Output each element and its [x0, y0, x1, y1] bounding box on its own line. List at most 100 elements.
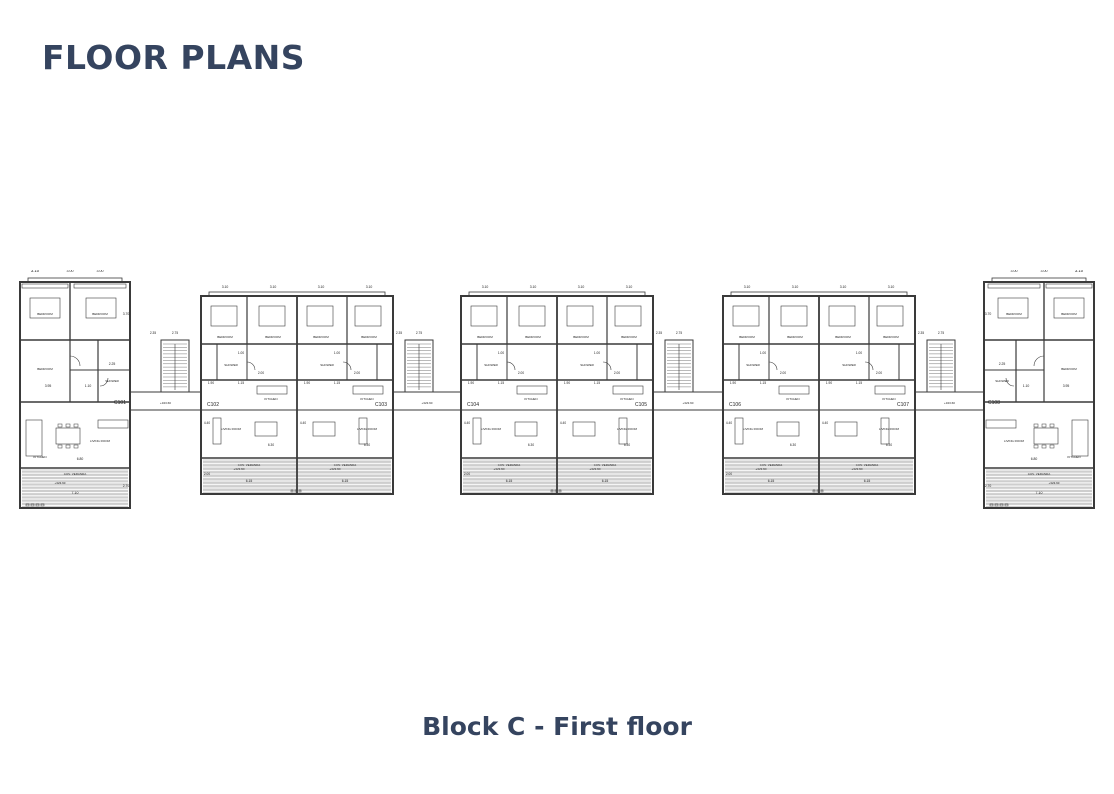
room-label: SHOWER — [995, 379, 1009, 383]
level-label: +323.60 — [590, 467, 601, 471]
dimension-label: 1.00 — [334, 351, 340, 355]
door-swing — [99, 377, 109, 387]
room-label: KITCHEN — [882, 397, 895, 401]
kitchen-counter — [612, 385, 644, 395]
kitchen-counter — [352, 385, 384, 395]
room-label: KITCHEN — [360, 397, 373, 401]
dimension-label: 1.90 — [208, 381, 214, 385]
plan-caption: Block C - First floor — [422, 712, 692, 741]
door-swing — [602, 361, 612, 371]
window-mark — [30, 503, 35, 507]
bed — [85, 297, 117, 319]
dining-table — [834, 421, 858, 437]
room-label: LIVING ROOM — [481, 427, 502, 431]
dimension-label: 2.25 — [109, 362, 116, 366]
room-label: BEDROOM — [621, 335, 637, 339]
dimension-label: 2.00 — [258, 371, 264, 375]
dimension-label: 3.10 — [792, 285, 799, 289]
corridor: +323.602.752.35 — [130, 331, 201, 411]
unit-id-label: C101 — [114, 400, 126, 406]
wardrobe — [21, 283, 69, 289]
bed — [780, 305, 808, 327]
dimension-label: 2.25 — [999, 362, 1006, 366]
room-label: COV. VERANDA — [334, 463, 356, 467]
dimension-label: 3.10 — [626, 285, 633, 289]
dimension-label: 2.00 — [726, 472, 732, 476]
bed — [614, 305, 642, 327]
sofa — [97, 419, 129, 429]
bed — [1053, 297, 1085, 319]
dimension-label: 6.15 — [342, 479, 349, 483]
dimension-label: 2.35 — [656, 331, 662, 335]
window-mark — [999, 503, 1004, 507]
level-label: +323.60 — [494, 467, 505, 471]
room-label: BEDROOM — [1061, 367, 1077, 371]
bed — [306, 305, 334, 327]
level-label: +323.60 — [160, 401, 171, 405]
stair-outline — [404, 339, 434, 393]
dimension-label: 3.00 — [67, 270, 74, 273]
dimension-label: 1.90 — [826, 381, 832, 385]
room-label: SHOWER — [320, 363, 334, 367]
bed — [876, 305, 904, 327]
room-label: COV. VERANDA — [856, 463, 878, 467]
level-label: +323.60 — [330, 467, 341, 471]
door-swing — [864, 361, 874, 371]
corridor: +323.602.752.35 — [653, 331, 723, 411]
room-label: BEDROOM — [739, 335, 755, 339]
door-swing — [1005, 377, 1015, 387]
unit-id-label: C107 — [897, 402, 909, 408]
room-label: BEDROOM — [313, 335, 329, 339]
dimension-label: 1.15 — [498, 381, 504, 385]
door-swing — [1033, 355, 1045, 367]
window-mark — [558, 489, 562, 493]
dimension-label: 3.10 — [578, 285, 585, 289]
sofa — [618, 417, 628, 445]
sofa — [472, 417, 482, 445]
dimension-label: 1.90 — [304, 381, 310, 385]
level-label: +323.60 — [1049, 481, 1060, 485]
unit-id-label: C106 — [729, 402, 741, 408]
floor-plan-svg: BEDROOM BEDROOM BEDROOM SHOWER KITCHEN LIVING… — [19, 270, 1095, 509]
dimension-label: 3.70 — [985, 312, 992, 316]
bed — [518, 305, 546, 327]
dimension-label: 1.15 — [760, 381, 766, 385]
dimension-label: 6.80 — [1031, 457, 1038, 461]
room-label: SHOWER — [580, 363, 594, 367]
dimension-label: 3.10 — [318, 285, 325, 289]
dimension-label: 3.95 — [1063, 384, 1070, 388]
dimension-label: 4.40 — [300, 421, 306, 425]
room-label: SHOWER — [105, 379, 119, 383]
kitchen-counter — [516, 385, 548, 395]
dimension-label: 6.30 — [886, 443, 892, 447]
room-label: BEDROOM — [835, 335, 851, 339]
dining-chair — [1049, 444, 1055, 449]
dimension-label: 1.00 — [498, 351, 504, 355]
dining-chair — [65, 444, 71, 449]
dimension-label: 1.00 — [594, 351, 600, 355]
dimension-label: 1.15 — [334, 381, 340, 385]
kitchen-counter — [1071, 419, 1089, 457]
dimension-label: 2.35 — [918, 331, 924, 335]
balcony-rail — [991, 277, 1087, 283]
room-label: COV. VERANDA — [238, 463, 260, 467]
bed — [470, 305, 498, 327]
room-label: KITCHEN — [264, 397, 277, 401]
dimension-label: 2.00 — [780, 371, 786, 375]
kitchen-counter — [25, 419, 43, 457]
room-label: KITCHEN — [33, 455, 46, 459]
dimension-label: 3.95 — [45, 384, 52, 388]
dimension-label: 2.00 — [464, 472, 470, 476]
dimension-label: 1.15 — [238, 381, 244, 385]
door-swing — [69, 355, 81, 367]
room-label: BEDROOM — [92, 312, 108, 316]
dimension-label: 7.10 — [72, 491, 79, 495]
dimension-label: 4.40 — [560, 421, 566, 425]
bed — [354, 305, 382, 327]
dimension-label: 4.40 — [822, 421, 828, 425]
dining-chair — [1033, 423, 1039, 428]
bed — [566, 305, 594, 327]
stair-outline — [926, 339, 956, 393]
bed — [210, 305, 238, 327]
